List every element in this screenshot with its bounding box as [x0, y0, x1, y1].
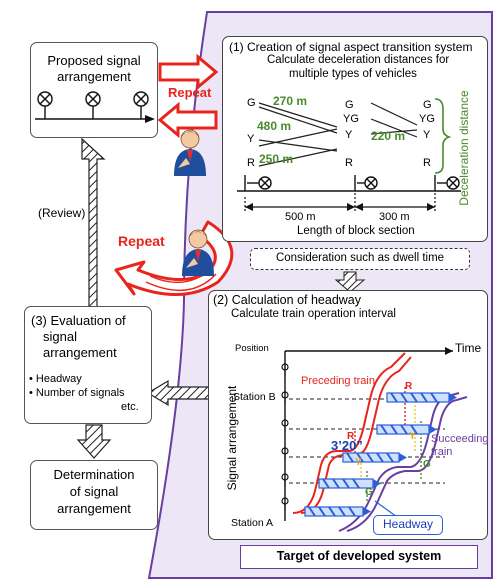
determination-box: Determination of signal arrangement: [30, 460, 158, 530]
repeat-label-top: Repeat: [168, 85, 212, 100]
section2-subtitle: Calculate train operation interval: [231, 308, 396, 320]
section2-title: (2) Calculation of headway: [213, 293, 361, 307]
section1-title: (1) Creation of signal aspect transition…: [229, 40, 473, 54]
station-a-label: Station A: [231, 517, 274, 529]
consideration-text: Consideration such as dwell time: [275, 252, 445, 264]
determination-line-3: arrangement: [57, 501, 131, 516]
evaluation-item-signals: • Number of signals: [29, 387, 125, 399]
evaluation-title-1: (3) Evaluation of: [31, 313, 126, 328]
section1-subtitle-2: multiple types of vehicles: [289, 68, 417, 80]
aspect-left-r: R: [247, 157, 255, 169]
target-label-box: Target of developed system: [240, 545, 478, 569]
mark-y-1: Y: [409, 431, 416, 442]
position-axis-label: Position: [235, 343, 269, 354]
succeeding-train-label-1: Succeeding: [431, 433, 489, 445]
station-b-label: Station B: [233, 391, 276, 403]
section1-subtitle-1: Calculate deceleration distances for: [267, 54, 450, 66]
mark-y-2: Y: [355, 457, 362, 468]
person-icon: [182, 229, 214, 276]
proposed-signals-diagram: [35, 91, 155, 123]
target-label: Target of developed system: [276, 549, 442, 563]
proposed-arrangement-box: Proposed signal arrangement: [30, 42, 158, 138]
aspect-right-y: Y: [423, 129, 431, 141]
evaluation-item-headway: • Headway: [29, 373, 82, 385]
determination-line-1: Determination: [53, 467, 135, 482]
evaluation-box: (3) Evaluation of signal arrangement • H…: [24, 306, 152, 424]
distance-480: 480 m: [257, 119, 292, 133]
deceleration-distance-label: Deceleration distance: [457, 90, 471, 206]
aspect-mid-yg: YG: [343, 113, 359, 125]
aspect-right-r: R: [423, 157, 431, 169]
aspect-transition-diagram: [237, 98, 461, 213]
distance-220: 220 m: [371, 129, 406, 143]
preceding-train-label: Preceding train: [301, 375, 375, 387]
mark-g-2: G: [365, 487, 373, 498]
headway-diagram: [281, 347, 468, 532]
repeat-label-mid: Repeat: [118, 233, 165, 249]
person-icon: [174, 129, 206, 176]
evaluation-title-3: arrangement: [43, 345, 117, 360]
block-length-500: 500 m: [285, 211, 316, 223]
proposed-title-2: arrangement: [57, 69, 131, 84]
aspect-left-g: G: [247, 97, 256, 109]
review-label: (Review): [38, 206, 86, 220]
mark-r-1: R: [405, 381, 413, 392]
evaluation-etc: etc.: [121, 401, 139, 413]
proposed-title-1: Proposed signal: [47, 53, 141, 68]
aspect-mid-g: G: [345, 99, 354, 111]
distance-270: 270 m: [273, 94, 308, 108]
section1-box: (1) Creation of signal aspect transition…: [222, 36, 488, 242]
mark-g-1: G: [423, 459, 431, 470]
aspect-right-g: G: [423, 99, 432, 111]
determination-line-2: of signal: [69, 484, 119, 499]
aspect-mid-y: Y: [345, 129, 353, 141]
mark-r-2: R: [347, 431, 355, 442]
aspect-left-y: Y: [247, 133, 255, 145]
distance-250: 250 m: [259, 152, 294, 166]
block-length-300: 300 m: [379, 211, 410, 223]
evaluation-title-2: signal: [43, 329, 77, 344]
section2-box: (2) Calculation of headway Calculate tra…: [208, 290, 489, 540]
aspect-right-yg: YG: [419, 113, 435, 125]
succeeding-train-label-2: train: [431, 446, 453, 458]
headway-time-value: 3’20”: [331, 438, 363, 453]
headway-callout: Headway: [373, 515, 443, 535]
time-axis-label: Time: [455, 341, 482, 355]
aspect-mid-r: R: [345, 157, 353, 169]
headway-label: Headway: [382, 517, 434, 531]
block-length-caption: Length of block section: [297, 225, 415, 237]
consideration-box: Consideration such as dwell time: [250, 248, 470, 270]
